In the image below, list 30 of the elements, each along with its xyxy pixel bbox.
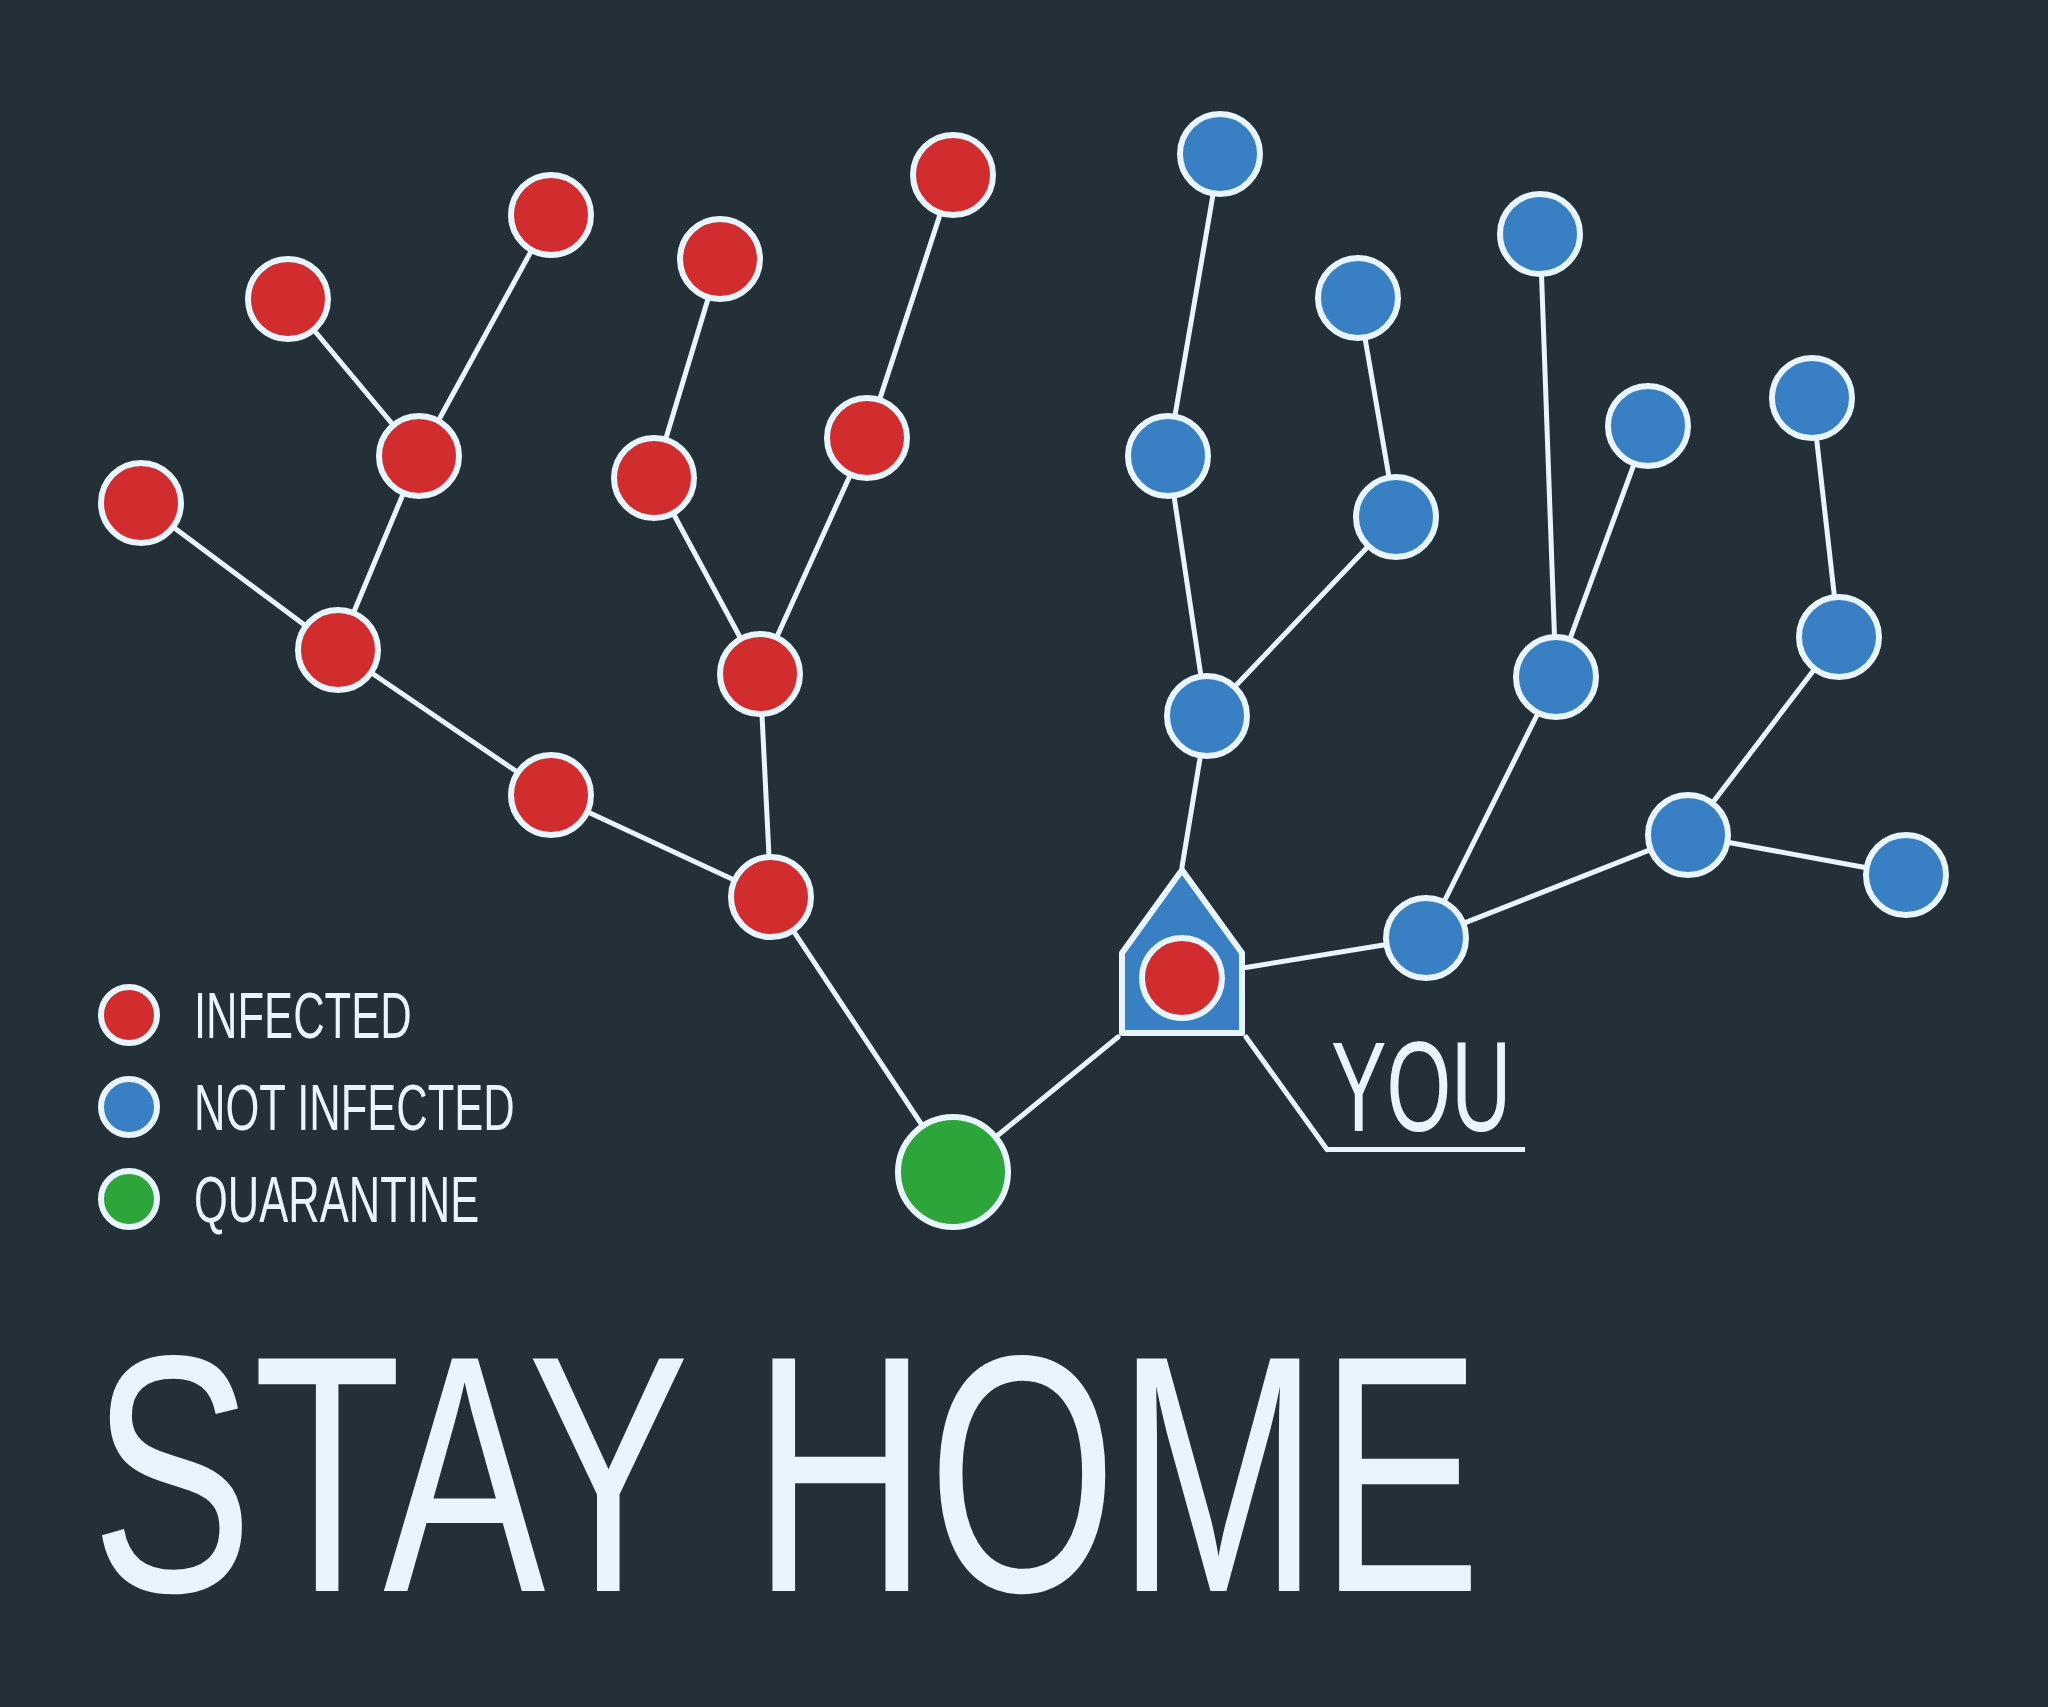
connector-line <box>587 810 735 882</box>
connector-line <box>1539 274 1557 637</box>
connector-line <box>1362 337 1392 478</box>
connector-line <box>1814 438 1837 597</box>
connector-line <box>313 329 394 426</box>
connector-line <box>792 930 924 1127</box>
connector-line <box>173 526 306 627</box>
callout-label: YOU <box>1327 1023 1525 1152</box>
connector-line <box>437 250 533 421</box>
connector-line <box>663 297 711 440</box>
connector-line <box>1179 755 1203 870</box>
connector-line <box>1442 713 1540 902</box>
legend-label: NOT INFECTED <box>194 1075 515 1140</box>
connector-line <box>1568 463 1636 640</box>
connector-line <box>1171 496 1204 676</box>
connector-line <box>877 213 943 400</box>
legend-label: INFECTED <box>194 983 412 1048</box>
connector-line <box>352 493 405 613</box>
connector-line <box>1463 848 1651 925</box>
title-text: STAY HOME <box>91 1304 1482 1643</box>
leader-line <box>1243 1034 1330 1152</box>
connector-line <box>1234 545 1369 688</box>
connector-line <box>775 474 852 638</box>
connector-line <box>759 714 772 857</box>
connector-line <box>1172 193 1216 417</box>
connector-line <box>672 513 742 639</box>
connector-line <box>995 1034 1121 1138</box>
connector-line <box>371 671 518 774</box>
connector-line <box>1711 668 1816 804</box>
house-shape <box>1118 867 1246 1037</box>
